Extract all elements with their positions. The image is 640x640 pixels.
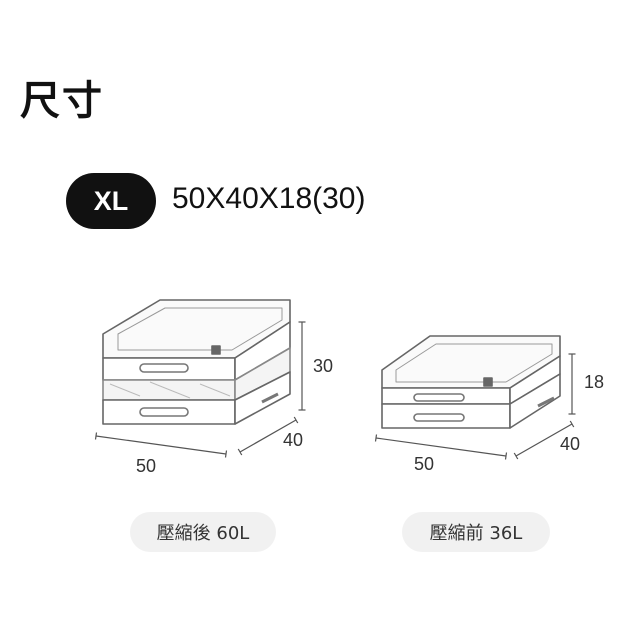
expanded-width-label: 50 xyxy=(136,456,157,476)
compressed-caption: 壓縮前 36L xyxy=(402,512,550,552)
expanded-height-label: 30 xyxy=(313,356,334,376)
expanded-box-illustration xyxy=(102,299,291,425)
page-title: 尺寸 xyxy=(20,78,104,124)
size-badge: XL xyxy=(66,173,156,229)
expanded-depth-label: 40 xyxy=(283,430,304,450)
compressed-width-label: 50 xyxy=(414,454,435,474)
compressed-box-illustration xyxy=(381,335,561,429)
size-dimensions: 50X40X18(30) xyxy=(172,182,366,215)
compressed-height-label: 18 xyxy=(584,372,605,392)
compressed-depth-label: 40 xyxy=(560,434,581,454)
expanded-caption: 壓縮後 60L xyxy=(130,512,276,552)
